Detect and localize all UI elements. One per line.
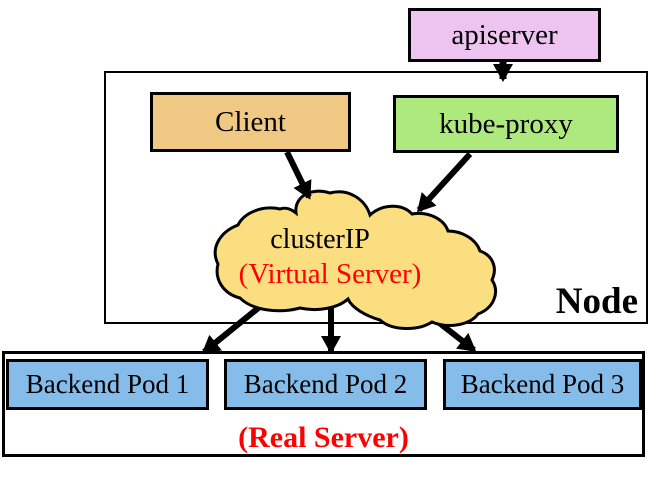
apiserver-label: apiserver bbox=[451, 18, 558, 51]
apiserver-box: apiserver bbox=[408, 8, 601, 62]
cluster-ip-label: clusterIP bbox=[270, 224, 370, 255]
backend-pod-3-label: Backend Pod 3 bbox=[460, 369, 625, 399]
client-label: Client bbox=[215, 105, 286, 138]
real-server-box: Backend Pod 1 Backend Pod 2 Backend Pod … bbox=[2, 351, 645, 457]
node-label: Node bbox=[555, 281, 638, 322]
backend-pod-1-box: Backend Pod 1 bbox=[6, 359, 209, 410]
backend-pod-1-label: Backend Pod 1 bbox=[25, 369, 190, 399]
client-box: Client bbox=[150, 92, 351, 152]
real-server-label: (Real Server) bbox=[238, 421, 409, 454]
backend-pod-2-box: Backend Pod 2 bbox=[224, 359, 427, 410]
backend-pod-3-box: Backend Pod 3 bbox=[443, 359, 642, 410]
backend-pod-2-label: Backend Pod 2 bbox=[243, 369, 408, 399]
kube-proxy-box: kube-proxy bbox=[393, 95, 619, 153]
kube-proxy-label: kube-proxy bbox=[439, 107, 573, 140]
virtual-server-label: (Virtual Server) bbox=[238, 258, 422, 290]
